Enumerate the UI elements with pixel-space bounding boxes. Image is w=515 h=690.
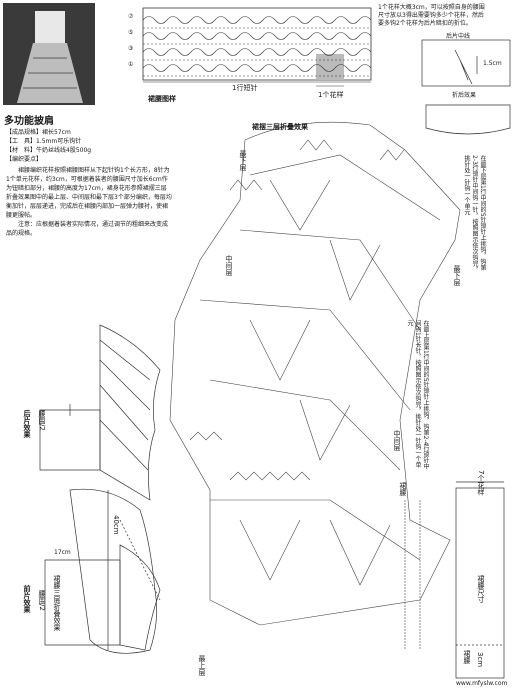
chain-label: 1行短针 xyxy=(232,84,258,92)
waist-chart xyxy=(142,7,372,87)
bottom-layer-label: 最下层 xyxy=(239,150,247,171)
instruction-paragraph: 裙腰编织花样按照裙腰图样从下起针钩1个长方形，8针为1个单元花样，约3cm，可根… xyxy=(6,167,172,219)
top-layer-label: 最上层 xyxy=(198,655,206,676)
skirt-chart-title: 裙摆三层折叠效果 xyxy=(252,123,308,131)
back-view-drawing xyxy=(39,324,161,501)
watermark-url: www.mfyslw.com xyxy=(456,680,508,687)
spec-row: 【编织要点】 xyxy=(6,156,43,163)
back-view-title: 后片效果 xyxy=(23,410,31,438)
front-view-drawing xyxy=(44,488,161,654)
repeat-note: 1个花样大概3cm，可以按照自身的腰围 尺寸放以3得出需要钩多少个花样，然后 要… xyxy=(378,4,485,27)
waist-label: 裙腰 xyxy=(399,482,407,496)
fold-size-label: 1.5cm xyxy=(483,60,502,67)
strip-top-label: 7个花样 xyxy=(477,470,485,496)
fold-center-label: 后片中线 xyxy=(446,33,471,40)
spec-row: 【材 料】牛奶丝线线4股500g xyxy=(6,147,92,154)
middle-layer-note: 在最上层第1行中间的5针锁针上挑钩，钩第2-4行锁针中间钩1针长针，按照图示依次… xyxy=(406,320,429,470)
fold-caption: 折后效果 xyxy=(452,92,477,99)
spec-list: 【成品规格】裙长57cm 【工 具】1.5mm可乐钩针 【材 料】牛奶丝线线4股… xyxy=(6,128,156,164)
front-height-label: 17cm xyxy=(54,549,71,556)
pattern-title: 多功能披肩 xyxy=(4,116,54,127)
front-waist-label: 腰围/2 xyxy=(38,590,46,611)
skirt-fold-chart xyxy=(169,121,461,650)
middle-layer-note-title: 中间层 xyxy=(393,430,401,451)
instruction-paragraph: 注意：应根据着装者实际情况，通过调节的粗细来改变成品的规格。 xyxy=(6,221,169,237)
fold-diagram xyxy=(421,39,511,135)
waist-strip xyxy=(455,481,505,679)
strip-side-label: 裙腰 xyxy=(463,650,471,664)
middle-layer-label: 中间层 xyxy=(225,255,233,276)
repeat-label: 1个花样 xyxy=(318,91,344,99)
front-view-title: 前片效果 xyxy=(23,585,31,613)
bottom-layer-note-title: 最下层 xyxy=(453,265,461,286)
row-label: ③ xyxy=(128,45,134,52)
spec-row: 【成品规格】裙长57cm xyxy=(6,129,71,136)
model-photo xyxy=(3,3,95,105)
instruction-text: 裙腰编织花样按照裙腰图样从下起针钩1个长方形，8针为1个单元花样，约3cm，可根… xyxy=(6,166,172,238)
row-label: ① xyxy=(128,61,134,68)
waist-chart-title: 裙腰图样 xyxy=(148,95,176,103)
back-view-label: 腰围/2 xyxy=(38,410,46,431)
strip-middle-label: 裙腰尺寸 xyxy=(477,575,485,603)
row-label: ⑦ xyxy=(128,13,134,20)
strip-bottom-label: 3cm xyxy=(476,652,484,668)
row-label: ⑤ xyxy=(128,29,134,36)
spec-row: 【工 具】1.5mm可乐钩针 xyxy=(6,138,82,145)
front-length-label: 40cm xyxy=(112,515,120,535)
model-photo-art xyxy=(3,3,95,105)
bottom-layer-note: 在最下层第1行中间的5针锁针上挑钩，钩第2-3行锁针中间钩一针，按照图示依次钩完… xyxy=(463,155,486,273)
front-layer-label: 裙腰三层折叠效果 xyxy=(53,575,61,631)
